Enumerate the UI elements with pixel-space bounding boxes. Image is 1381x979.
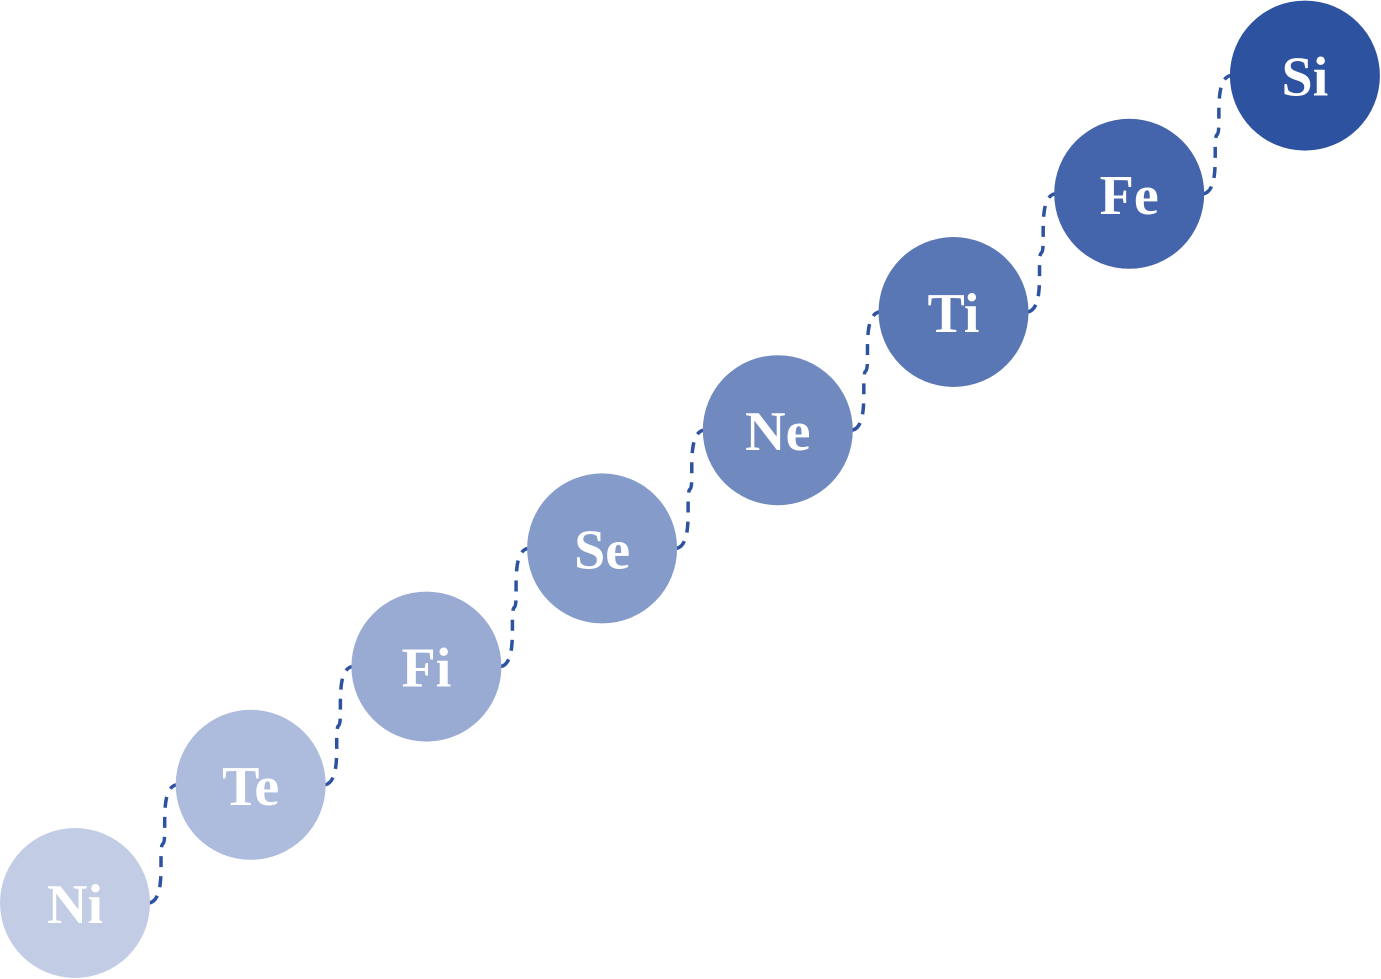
node-ni: Ni [0, 828, 150, 978]
connector-se-ne [675, 428, 705, 551]
node-label: Te [222, 756, 279, 818]
node-te: Te [175, 709, 326, 860]
connector-ni-te [148, 783, 178, 905]
connector-fe-si [1202, 73, 1232, 196]
node-label: Fe [1100, 165, 1159, 227]
node-ne: Ne [702, 355, 853, 506]
node-label: Ni [47, 874, 103, 936]
node-circle [0, 828, 150, 978]
node-se: Se [527, 473, 678, 624]
node-label: Ne [745, 401, 810, 463]
connector-ne-ti [851, 310, 880, 432]
node-circle [1229, 0, 1380, 151]
node-circle [527, 473, 678, 624]
node-circle [1054, 118, 1205, 269]
connector-ti-fe [1027, 192, 1056, 314]
connector-layer [148, 73, 1232, 905]
node-circle [702, 355, 853, 506]
node-ti: Ti [878, 237, 1029, 387]
node-circle [878, 237, 1029, 387]
node-fe: Fe [1054, 118, 1205, 269]
connector-fi-se [500, 546, 529, 669]
node-fi: Fi [351, 591, 502, 742]
node-circle [175, 709, 326, 860]
node-si: Si [1229, 0, 1380, 151]
connector-te-fi [324, 664, 353, 787]
node-label: Ti [928, 283, 980, 345]
node-label: Si [1282, 47, 1329, 109]
node-label: Fi [402, 638, 452, 700]
node-circle [351, 591, 502, 742]
node-label: Se [574, 519, 630, 581]
